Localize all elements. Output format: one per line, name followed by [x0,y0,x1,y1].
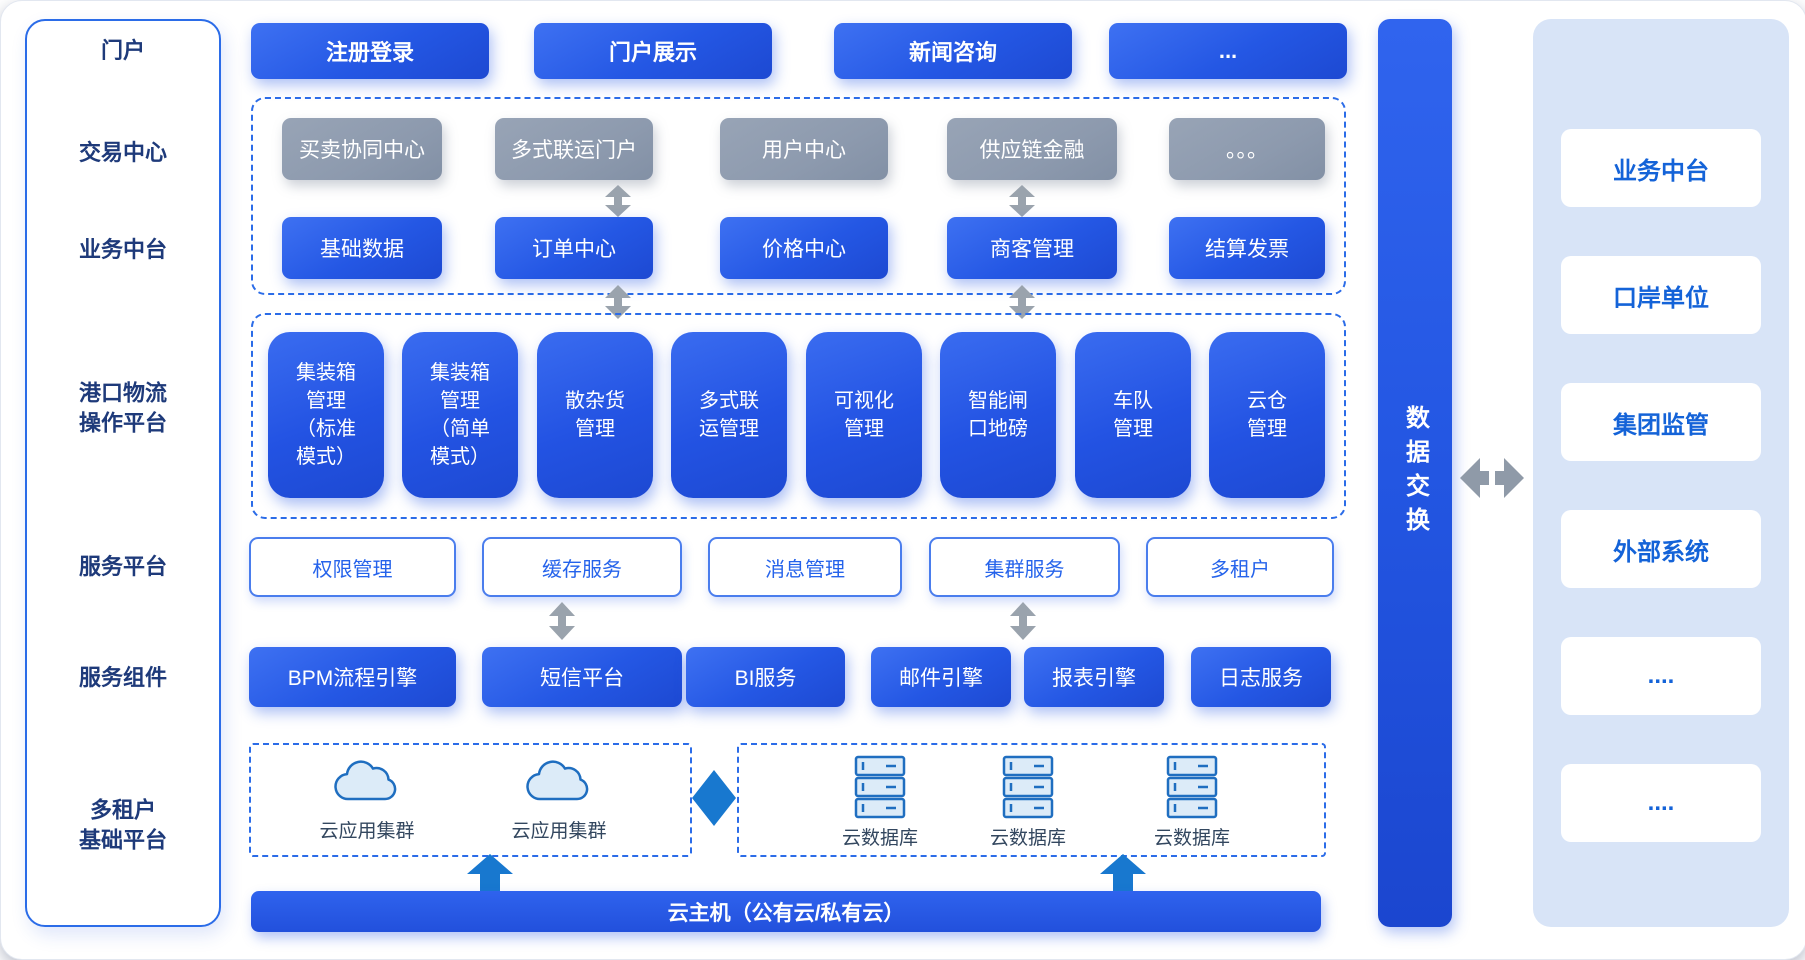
cloud-app-cluster-group [249,743,692,857]
cloud-database-group [737,743,1326,857]
sidebar-item-trade-center: 交易中心 [78,140,167,166]
sidebar-item-service-platform: 服务平台 [78,554,167,580]
service-component-box-sms: 短信平台 [482,647,682,707]
port-ops-box-bulk-cargo: 散杂货 管理 [537,332,653,498]
cloud-app-cluster-label: 云应用集群 [511,821,607,842]
service-component-box-mail: 邮件引擎 [871,647,1011,707]
up-arrow-icon [1100,854,1146,891]
external-card-more: .... [1561,764,1761,842]
service-component-box-log: 日志服务 [1191,647,1331,707]
service-platform-box-cache: 缓存服务 [482,537,682,597]
external-card-port-unit: 口岸单位 [1561,256,1761,334]
port-ops-box-multimodal: 多式联 运管理 [671,332,787,498]
external-card-more: .... [1561,637,1761,715]
portal-button-showcase: 门户展示 [534,23,772,79]
external-card-group-regulation: 集团监管 [1561,383,1761,461]
service-component-box-report: 报表引擎 [1024,647,1164,707]
cloud-database-label: 云数据库 [841,828,918,849]
port-ops-box-fleet: 车队 管理 [1075,332,1191,498]
cloud-database-label: 云数据库 [1153,828,1230,849]
cloud-icon [526,757,592,803]
updown-arrow-icon [604,185,632,217]
trade-box-multimodal-portal: 多式联运门户 [495,118,653,180]
updown-arrow-icon [604,285,632,319]
sidebar-item-portal: 门户 [100,38,145,64]
external-card-business-mid: 业务中台 [1561,129,1761,207]
service-platform-box-permission: 权限管理 [249,537,456,597]
service-platform-box-message: 消息管理 [708,537,902,597]
database-icon [1002,755,1054,819]
service-component-box-bi: BI服务 [686,647,845,707]
updown-arrow-icon [548,602,576,640]
business-box-order: 订单中心 [495,217,653,279]
updown-arrow-icon [1009,602,1037,640]
sidebar-item-port-logistics: 港口物流 操作平台 [78,380,167,435]
database-icon [854,755,906,819]
business-box-base-data: 基础数据 [282,217,442,279]
cloud-host-bar: 云主机（公有云/私有云） [251,891,1321,932]
data-exchange-bar: 数据交换 [1378,19,1452,927]
trade-business-group [251,97,1346,295]
port-ops-box-container-simple: 集装箱 管理 （简单 模式） [402,332,518,498]
trade-box-supply-finance: 供应链金融 [947,118,1117,180]
leftright-arrow-icon [1460,453,1524,503]
portal-button-news: 新闻咨询 [834,23,1072,79]
portal-button-more: ... [1109,23,1347,79]
sidebar-item-service-components: 服务组件 [78,665,167,691]
portal-button-register: 注册登录 [251,23,489,79]
business-box-price: 价格中心 [720,217,888,279]
sidebar-item-tenant-base: 多租户 基础平台 [78,797,167,852]
cloud-database-label: 云数据库 [989,828,1066,849]
database-icon [1166,755,1218,819]
diamond-connector-icon [692,770,736,826]
port-ops-box-visualization: 可视化 管理 [806,332,922,498]
updown-arrow-icon [1008,285,1036,319]
service-platform-box-multitenant: 多租户 [1146,537,1334,597]
cloud-icon [334,757,400,803]
cloud-app-cluster-label: 云应用集群 [319,821,415,842]
up-arrow-icon [467,854,513,891]
port-ops-box-smart-gate: 智能闸 口地磅 [940,332,1056,498]
trade-box-more: 。。。 [1169,118,1325,180]
port-ops-box-cloud-warehouse: 云仓 管理 [1209,332,1325,498]
updown-arrow-icon [1008,185,1036,217]
sidebar-item-business-mid: 业务中台 [78,237,167,263]
external-card-external-system: 外部系统 [1561,510,1761,588]
business-box-settlement: 结算发票 [1169,217,1325,279]
service-component-box-bpm: BPM流程引擎 [249,647,456,707]
data-exchange-label: 数据交换 [1401,405,1429,541]
layer-sidebar [25,19,221,927]
port-ops-box-container-standard: 集装箱 管理 （标准 模式） [268,332,384,498]
service-platform-box-cluster: 集群服务 [929,537,1120,597]
trade-box-buy-sell: 买卖协同中心 [282,118,442,180]
trade-box-user-center: 用户中心 [720,118,888,180]
business-box-merchant: 商客管理 [947,217,1117,279]
port-ops-group [251,313,1346,519]
